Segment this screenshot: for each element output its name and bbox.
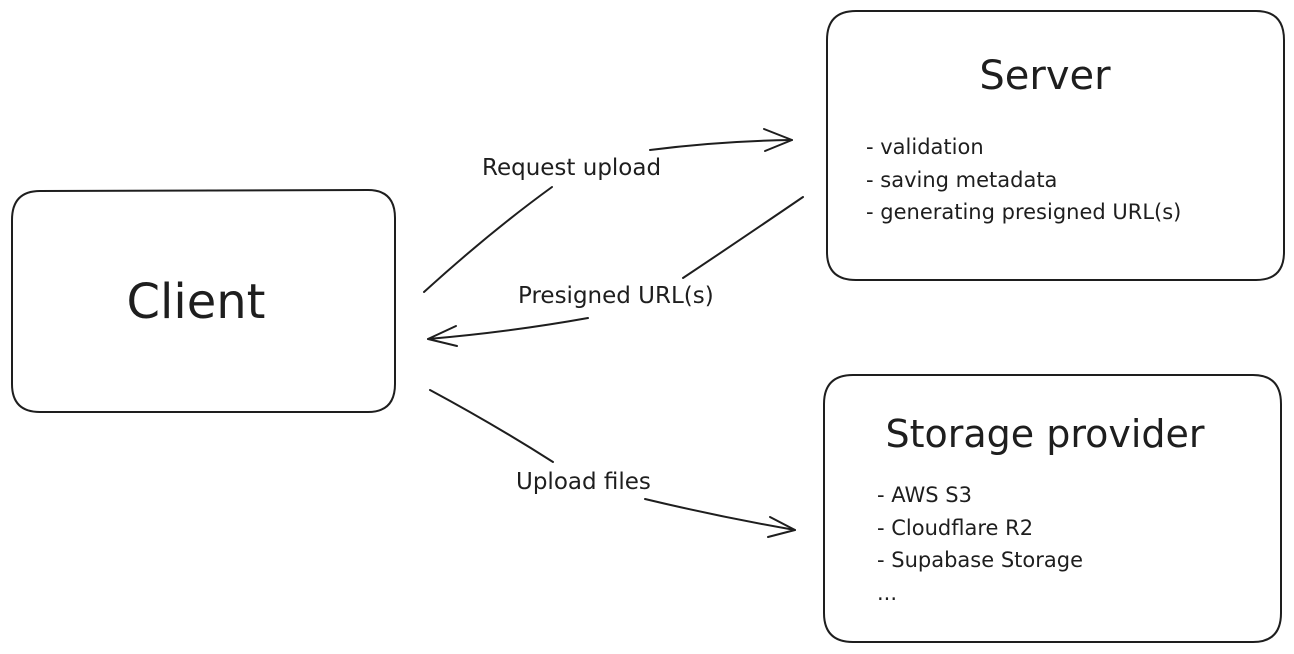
server-item-presigned-urls: - generating presigned URL(s) xyxy=(866,200,1181,224)
storage-box: Storage provider - AWS S3 - Cloudflare R… xyxy=(823,374,1282,643)
storage-item-aws-s3: - AWS S3 xyxy=(877,483,972,507)
storage-title: Storage provider xyxy=(885,412,1204,456)
upload-files-arrow: Upload files xyxy=(429,389,796,538)
server-item-saving-metadata: - saving metadata xyxy=(866,168,1057,192)
storage-item-supabase: - Supabase Storage xyxy=(877,548,1083,572)
client-box: Client xyxy=(11,188,396,413)
request-upload-label: Request upload xyxy=(482,155,661,181)
presigned-urls-line-upper xyxy=(682,196,804,279)
upload-files-line-upper xyxy=(429,389,554,463)
server-title: Server xyxy=(979,53,1111,99)
request-upload-arrow: Request upload xyxy=(423,128,793,293)
client-title: Client xyxy=(127,274,266,330)
storage-box-border xyxy=(823,374,1282,643)
presigned-urls-line-lower xyxy=(427,317,589,340)
server-box: Server - validation - saving metadata - … xyxy=(826,10,1285,281)
request-upload-arrowhead xyxy=(763,128,793,152)
request-upload-line-upper xyxy=(649,139,793,151)
storage-item-ellipsis: ... xyxy=(877,581,897,605)
upload-files-line-lower xyxy=(644,498,796,531)
upload-files-label: Upload files xyxy=(516,469,651,495)
request-upload-line-lower xyxy=(423,186,553,293)
server-box-border xyxy=(826,10,1285,281)
presigned-urls-label: Presigned URL(s) xyxy=(518,283,714,309)
presigned-urls-arrowhead xyxy=(427,325,458,347)
server-item-validation: - validation xyxy=(866,135,984,159)
upload-files-arrowhead xyxy=(767,516,796,538)
presigned-urls-arrow: Presigned URL(s) xyxy=(427,196,804,347)
client-box-border xyxy=(11,188,396,413)
storage-item-cloudflare-r2: - Cloudflare R2 xyxy=(877,516,1033,540)
